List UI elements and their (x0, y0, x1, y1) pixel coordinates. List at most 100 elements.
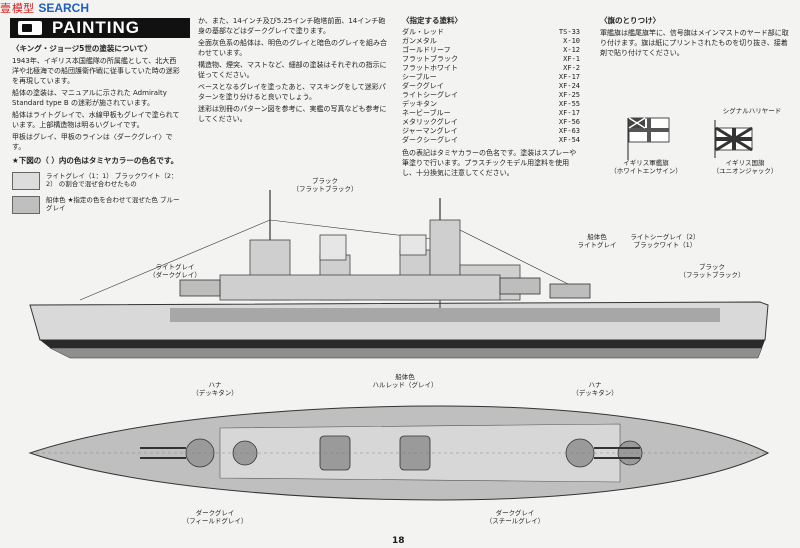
paint-code: XF-1 (563, 55, 580, 63)
white-ensign-flag (627, 117, 670, 160)
paint-row: フラットホワイト XF-2 (402, 64, 580, 73)
site-watermark: 壹模型 SEARCH (0, 0, 89, 16)
paint-name: シーブルー (402, 73, 437, 81)
union-jack-flag (714, 120, 753, 158)
center-paragraph: か、また、14インチ及び5.25インチ砲塔前面、14インチ砲身の基部などはダーク… (198, 17, 386, 35)
banner-title: PAINTING (52, 18, 140, 37)
label-deck-left-sub: （デッキタン） (192, 389, 238, 397)
label-deck-center-sub: ハルレッド（グレイ） (372, 381, 438, 389)
paint-code: XF-56 (558, 118, 580, 126)
label-hull-mid: 船体色 (587, 233, 607, 241)
painting-banner: PAINTING (10, 18, 190, 38)
flag1-caption-sub: （ホワイトエンサイン） (610, 167, 682, 175)
center-paragraph: 迷彩は別冊のパターン図を参考に、実艦の写真なども参考にしてください。 (198, 105, 387, 123)
label-deck-right: ハナ (588, 381, 602, 389)
flags-heading: 〈旗のとりつけ〉 (600, 16, 661, 25)
paint-name: メタリックグレイ (402, 118, 458, 126)
paint-name: ゴールドリーフ (402, 46, 451, 54)
paint-note: 色の表記はタミヤカラーの色名です。塗装はスプレーや筆塗りで行います。プラスチック… (402, 149, 577, 177)
label-black-sub: （フラットブラック） (292, 185, 358, 193)
flags-illustration (627, 117, 753, 160)
flags-column: 〈旗のとりつけ〉 軍艦旗は艦尾旗竿に、信号旗はメインマストのヤード部に取り付けま… (600, 16, 790, 60)
label-deck-center: 船体色 (395, 373, 415, 381)
left-column: 〈キング・ジョージ5世の塗装について〉 1943年、イギリス本国艦隊の所属艦とし… (12, 44, 180, 214)
paint-row: デッキタン XF-55 (402, 100, 580, 109)
flag2-top-label: シグナルハリヤード (722, 107, 782, 115)
color-swatch (12, 196, 40, 214)
paint-code: XF-17 (558, 73, 580, 81)
center-paragraph: 全面灰色系の船体は、明色のグレイと暗色のグレイを組み合わせています。 (198, 39, 387, 57)
paint-code: XF-54 (558, 136, 580, 144)
paint-brush-icon (18, 21, 42, 35)
center-column: か、また、14インチ及び5.25インチ砲塔前面、14インチ砲身の基部などはダーク… (198, 16, 388, 126)
label-light-grey-sub: ブラックワイト（1） (633, 241, 697, 249)
paint-code: XF-55 (558, 100, 580, 108)
center-paragraph: 構造物、煙突、マストなど、細部の塗装はそれぞれの指示に従ってください。 (198, 61, 387, 79)
watermark-brand: 模型 (12, 3, 34, 15)
paint-row: ジャーマングレイ XF-63 (402, 127, 580, 136)
paint-name: フラットブラック (402, 55, 458, 63)
legend-item: 船体色 ★指定の色を合わせて混ぜた色 ブルーグレイ (12, 196, 180, 214)
center-paragraph: ベースとなるグレイを塗ったあと、マスキングをして迷彩パターンを塗り分けると良いで… (198, 83, 386, 101)
paint-name: ネービーブルー (402, 109, 451, 117)
paint-row: ダークシーグレイ XF-54 (402, 136, 580, 145)
flag1-caption: イギリス軍艦旗 (623, 159, 669, 167)
paint-row: シーブルー XF-17 (402, 73, 580, 82)
legend-text: ライトグレイ（1：1） ブラックワイト（2：2） の割合で混ぜ合わせたもの (46, 172, 178, 188)
label-light-grey: ライトシーグレイ（2） (630, 233, 700, 241)
paint-code: XF-24 (558, 82, 580, 90)
paint-list: 〈指定する塗料〉 ダル・レッド TS-33 ガンメタル X-10 ゴールドリーフ X-12… (402, 16, 580, 180)
note-heading: ★下図の（ ）内の色はタミヤカラーの色名です。 (12, 156, 179, 165)
paint-name: ダークシーグレイ (402, 136, 458, 144)
paint-code: X-10 (563, 37, 580, 45)
flag2-caption-sub: （ユニオンジャック） (712, 167, 778, 175)
paint-name: ジャーマングレイ (402, 127, 458, 135)
paint-row: フラットブラック XF-1 (402, 55, 580, 64)
paint-code: XF-2 (563, 64, 580, 72)
paint-name: フラットホワイト (402, 64, 458, 72)
label-black-right-sub: （フラットブラック） (679, 271, 745, 279)
label-bottom-right: ダークグレイ (495, 509, 535, 517)
label-hull-mid-sub: ライトグレイ (577, 241, 617, 249)
flags-text: 軍艦旗は艦尾旗竿に、信号旗はメインマストのヤード部に取り付けます。旗は紙にプリン… (600, 29, 789, 57)
ship-side-profile (29, 190, 769, 359)
left-paragraph: 船体の塗装は、マニュアルに示された Admiralty Standard typ… (12, 89, 167, 107)
label-bottom-right-sub: （スチールグレイ） (485, 517, 545, 525)
left-paragraph: 船体はライトグレイで、水線甲板もグレイで塗られています。上部構造物は明るいグレイ… (12, 111, 180, 129)
left-paragraph: 甲板はグレイ、甲板のラインは〈ダークグレイ〉です。 (12, 133, 173, 151)
label-black: ブラック (312, 177, 338, 185)
paint-code: XF-63 (558, 127, 580, 135)
label-bottom-left-sub: （フィールドグレイ） (182, 517, 248, 525)
left-heading: 〈キング・ジョージ5世の塗装について〉 (12, 44, 152, 53)
paint-name: デッキタン (402, 100, 437, 108)
paint-row: ダークグレイ XF-24 (402, 82, 580, 91)
paint-row: メタリックグレイ XF-56 (402, 118, 580, 127)
paint-row: ダル・レッド TS-33 (402, 28, 580, 37)
left-paragraph: 1943年、イギリス本国艦隊の所属艦として、北大西洋や北極海での船団護衛作戦に従… (12, 57, 180, 85)
paint-name: ダークグレイ (402, 82, 444, 90)
page-number: 18 (392, 536, 405, 546)
paint-code: XF-17 (558, 109, 580, 117)
paint-list-heading: 〈指定する塗料〉 (402, 16, 462, 25)
label-bottom-left: ダークグレイ (195, 509, 235, 517)
label-deck-left: ハナ (208, 381, 222, 389)
label-bow-sub: （ダークグレイ） (149, 271, 201, 279)
paint-name: ライトシーグレイ (402, 91, 458, 99)
paint-code: TS-33 (558, 28, 580, 36)
paint-row: ライトシーグレイ XF-25 (402, 91, 580, 100)
color-swatch (12, 172, 40, 190)
watermark-text: SEARCH (38, 1, 90, 15)
paint-code: X-12 (563, 46, 580, 54)
label-black-right: ブラック (699, 263, 725, 271)
paint-row: ネービーブルー XF-17 (402, 109, 580, 118)
watermark-reg: 壹 (0, 3, 11, 15)
ship-top-view (28, 405, 770, 501)
paint-row: ゴールドリーフ X-12 (402, 46, 580, 55)
legend-item: ライトグレイ（1：1） ブラックワイト（2：2） の割合で混ぜ合わせたもの (12, 172, 180, 190)
paint-name: ダル・レッド (402, 28, 444, 36)
label-bow: ライトグレイ (155, 263, 195, 271)
paint-row: ガンメタル X-10 (402, 37, 580, 46)
paint-name: ガンメタル (402, 37, 437, 45)
legend-text: 船体色 ★指定の色を合わせて混ぜた色 ブルーグレイ (46, 196, 180, 212)
paint-code: XF-25 (558, 91, 580, 99)
